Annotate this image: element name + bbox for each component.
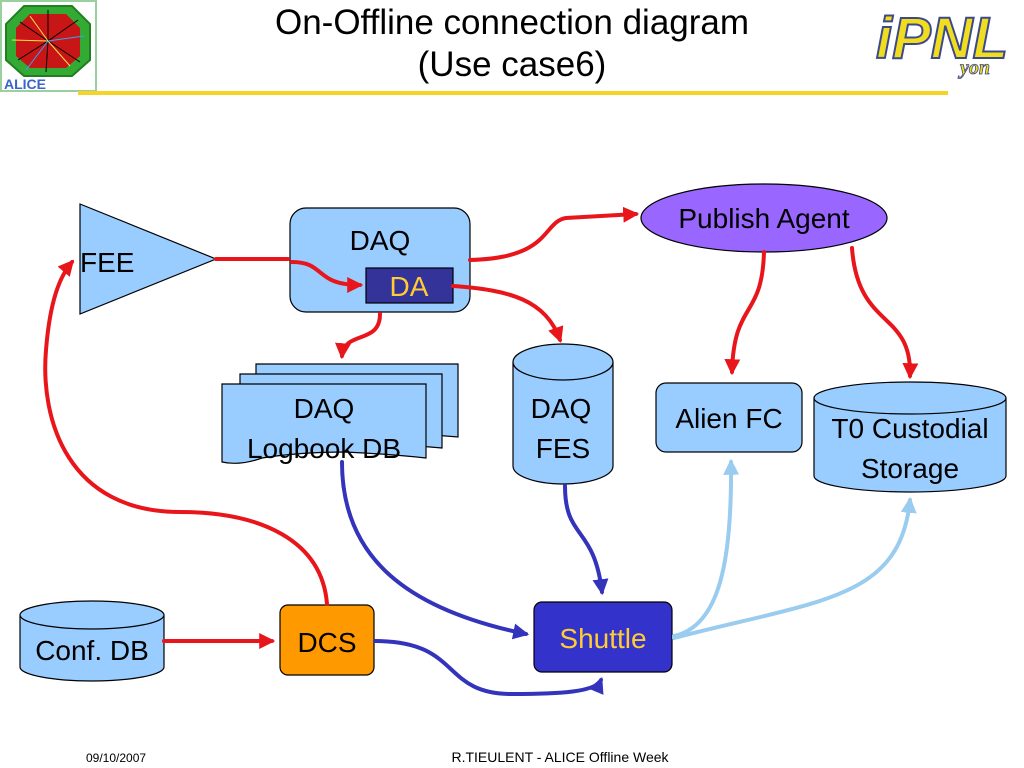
ipnl-logo: iPNL yon xyxy=(875,5,1009,79)
alien-fc-node: Alien FC xyxy=(655,382,803,453)
arrow-daq-to-logbook xyxy=(335,312,382,360)
t0-storage-label-line1: T0 Custodial xyxy=(831,413,988,444)
daq-logbook-label-line1: DAQ xyxy=(294,393,355,424)
da-node: DA xyxy=(365,267,454,304)
da-label: DA xyxy=(390,271,429,302)
daq-fes-label-line2: FES xyxy=(536,433,590,464)
fee-node: FEE xyxy=(79,203,218,315)
arrow-dcs-to-shuttle xyxy=(373,639,604,697)
alien-fc-label: Alien FC xyxy=(675,403,782,434)
arrow-logbook-to-shuttle xyxy=(340,460,530,640)
title-line-1: On-Offline connection diagram xyxy=(274,3,750,42)
arrow-shuttle-to-t0 xyxy=(672,496,917,640)
t0-storage-label-line2: Storage xyxy=(861,453,959,484)
shuttle-node: Shuttle xyxy=(533,601,673,673)
alice-logo-text: ALICE xyxy=(4,76,46,92)
conf-db-node: Conf. DB xyxy=(19,600,165,682)
dcs-node: DCS xyxy=(279,604,375,676)
dcs-label: DCS xyxy=(297,627,356,658)
ipnl-logo-text: iPNL xyxy=(876,6,1008,71)
fee-label: FEE xyxy=(80,247,134,278)
alice-logo: ALICE xyxy=(0,0,97,92)
arrow-publish-agent-to-alien-fc xyxy=(724,250,766,376)
daq-logbook-node: DAQ Logbook DB xyxy=(221,363,459,464)
title-line-2: (Use case6) xyxy=(417,45,607,84)
t0-storage-node: T0 Custodial Storage xyxy=(813,381,1007,493)
arrow-dcs-to-fee xyxy=(43,259,329,606)
daq-label: DAQ xyxy=(350,225,411,256)
footer-credit: R.TIEULENT - ALICE Offline Week xyxy=(451,749,669,765)
arrow-daq-to-publish-agent xyxy=(468,206,640,262)
ipnl-logo-subtext: yon xyxy=(958,57,990,79)
shuttle-label: Shuttle xyxy=(559,623,646,654)
arrow-daq-fes-to-shuttle xyxy=(563,484,609,596)
title-underline xyxy=(78,91,948,95)
daq-fes-label-line1: DAQ xyxy=(531,393,592,424)
daq-fes-node: DAQ FES xyxy=(512,343,614,485)
slide-title: On-Offline connection diagram (Use case6… xyxy=(150,2,874,86)
arrow-shuttle-to-alien-fc xyxy=(672,458,740,638)
arrow-daq-to-da xyxy=(290,260,364,293)
daq-logbook-label-line2: Logbook DB xyxy=(247,433,401,464)
publish-agent-node: Publish Agent xyxy=(640,183,888,253)
footer-date: 09/10/2007 xyxy=(86,751,147,765)
arrow-da-to-daq-fes xyxy=(451,284,564,344)
publish-agent-label: Publish Agent xyxy=(678,203,849,234)
arrow-publish-agent-to-t0 xyxy=(850,246,919,380)
conf-db-label: Conf. DB xyxy=(35,635,149,666)
